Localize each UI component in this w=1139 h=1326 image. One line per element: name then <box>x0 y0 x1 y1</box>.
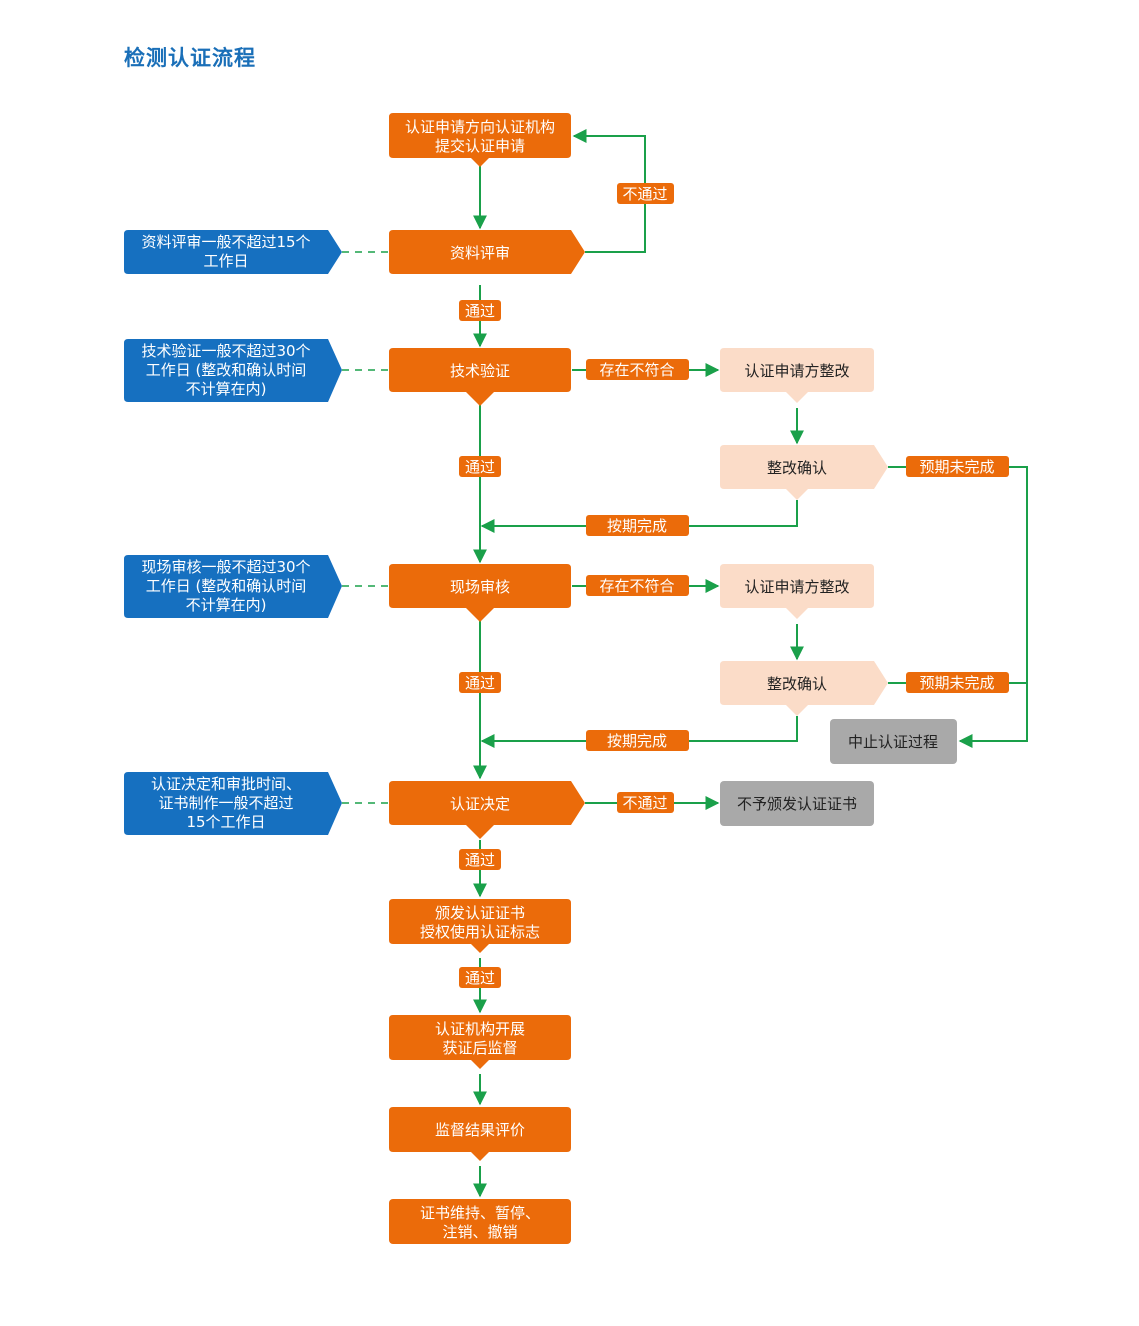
label-pass-1: 通过 <box>459 300 501 321</box>
label-pass-2-text: 通过 <box>465 458 495 476</box>
node-rectify-2-text: 认证申请方整改 <box>744 578 849 596</box>
label-ontime-1-text: 按期完成 <box>607 517 667 535</box>
node-issue: 颁发认证证书授权使用认证标志 <box>389 899 571 953</box>
note-site-audit-line2: 工作日 (整改和确认时间 <box>146 577 307 595</box>
node-maintain-line2: 注销、撤销 <box>442 1223 517 1241</box>
node-decision-text: 认证决定 <box>450 795 510 813</box>
node-maintain: 证书维持、暂停、注销、撤销 <box>389 1199 571 1244</box>
svg-text:技术验证一般不超过30个工作日 (整改和确认时间不计算在内): 技术验证一般不超过30个工作日 (整改和确认时间不计算在内) <box>141 342 310 398</box>
node-confirm-1: 整改确认 <box>720 445 888 500</box>
note-doc-review: 资料评审一般不超过15个工作日 <box>124 230 342 274</box>
node-supervise-line2: 获证后监督 <box>442 1039 517 1057</box>
node-apply-line1: 认证申请方向认证机构 <box>405 118 555 136</box>
node-site-audit: 现场审核 <box>389 564 571 622</box>
page-title: 检测认证流程 <box>124 46 256 70</box>
label-fail-decision: 不通过 <box>617 792 674 813</box>
label-overdue-2: 预期未完成 <box>906 672 1009 693</box>
node-apply-line2: 提交认证申请 <box>435 137 525 155</box>
node-maintain-line1: 证书维持、暂停、 <box>420 1204 540 1222</box>
label-pass-4: 通过 <box>459 849 501 870</box>
label-overdue-2-text: 预期未完成 <box>919 674 994 692</box>
note-tech-verify-line1: 技术验证一般不超过30个 <box>141 342 310 360</box>
label-fail-top-text: 不通过 <box>622 185 667 203</box>
svg-text:认证机构开展获证后监督: 认证机构开展获证后监督 <box>435 1020 525 1057</box>
node-evaluate: 监督结果评价 <box>389 1107 571 1161</box>
note-decision-line1: 认证决定和审批时间、 <box>151 775 301 793</box>
note-tech-verify-line3: 不计算在内) <box>186 380 267 398</box>
node-issue-line1: 颁发认证证书 <box>435 904 525 922</box>
label-ontime-1: 按期完成 <box>586 515 689 536</box>
node-tech-verify-text: 技术验证 <box>450 362 510 380</box>
node-doc-review-text: 资料评审 <box>450 244 510 262</box>
node-confirm-2: 整改确认 <box>720 661 888 716</box>
label-nonconform-1-text: 存在不符合 <box>599 361 674 379</box>
label-ontime-2: 按期完成 <box>586 730 689 751</box>
label-pass-3: 通过 <box>459 672 501 693</box>
node-rectify-1: 认证申请方整改 <box>720 348 874 403</box>
label-ontime-2-text: 按期完成 <box>607 732 667 750</box>
svg-text:现场审核一般不超过30个工作日 (整改和确认时间不计算在内): 现场审核一般不超过30个工作日 (整改和确认时间不计算在内) <box>141 558 310 614</box>
label-fail-top: 不通过 <box>617 183 674 204</box>
node-decision: 认证决定 <box>389 781 585 839</box>
label-pass-1-text: 通过 <box>465 302 495 320</box>
node-evaluate-text: 监督结果评价 <box>435 1121 525 1139</box>
note-doc-review-line1: 资料评审一般不超过15个 <box>141 233 310 251</box>
svg-text:颁发认证证书授权使用认证标志: 颁发认证证书授权使用认证标志 <box>420 904 540 941</box>
node-apply: 认证申请方向认证机构提交认证申请 <box>389 113 571 167</box>
label-overdue-1: 预期未完成 <box>906 456 1009 477</box>
note-site-audit: 现场审核一般不超过30个工作日 (整改和确认时间不计算在内) <box>124 555 342 618</box>
label-pass-2: 通过 <box>459 456 501 477</box>
arrow-confirm1-overdue <box>888 466 1028 748</box>
label-pass-5: 通过 <box>459 967 501 988</box>
note-site-audit-line1: 现场审核一般不超过30个 <box>141 558 310 576</box>
node-supervise-line1: 认证机构开展 <box>435 1020 525 1038</box>
note-decision-line2: 证书制作一般不超过 <box>158 794 293 812</box>
label-overdue-1-text: 预期未完成 <box>919 458 994 476</box>
node-site-audit-text: 现场审核 <box>450 578 510 596</box>
node-terminate-text: 中止认证过程 <box>848 733 938 751</box>
label-pass-4-text: 通过 <box>465 851 495 869</box>
label-pass-5-text: 通过 <box>465 969 495 987</box>
node-tech-verify: 技术验证 <box>389 348 571 406</box>
note-doc-review-line2: 工作日 <box>203 252 248 270</box>
node-rectify-2: 认证申请方整改 <box>720 564 874 619</box>
label-fail-decision-text: 不通过 <box>622 794 667 812</box>
node-confirm-2-text: 整改确认 <box>767 675 827 693</box>
node-rectify-1-text: 认证申请方整改 <box>744 362 849 380</box>
node-supervise: 认证机构开展获证后监督 <box>389 1015 571 1069</box>
node-apply-text: 认证申请方向认证机构提交认证申请 <box>405 118 555 155</box>
note-tech-verify-line2: 工作日 (整改和确认时间 <box>146 361 307 379</box>
node-confirm-1-text: 整改确认 <box>767 459 827 477</box>
svg-text:资料评审一般不超过15个工作日: 资料评审一般不超过15个工作日 <box>141 233 310 270</box>
note-decision-line3: 15个工作日 <box>186 813 265 831</box>
label-nonconform-2-text: 存在不符合 <box>599 577 674 595</box>
label-pass-3-text: 通过 <box>465 674 495 692</box>
note-tech-verify: 技术验证一般不超过30个工作日 (整改和确认时间不计算在内) <box>124 339 342 402</box>
node-no-issue-text: 不予颁发认证证书 <box>737 795 857 813</box>
node-issue-line2: 授权使用认证标志 <box>420 923 540 941</box>
svg-text:证书维持、暂停、注销、撤销: 证书维持、暂停、注销、撤销 <box>420 1204 540 1241</box>
note-site-audit-line3: 不计算在内) <box>186 596 267 614</box>
node-no-issue: 不予颁发认证证书 <box>720 781 874 826</box>
label-nonconform-1: 存在不符合 <box>586 359 689 380</box>
label-nonconform-2: 存在不符合 <box>586 575 689 596</box>
node-terminate: 中止认证过程 <box>830 719 957 764</box>
node-doc-review: 资料评审 <box>389 230 585 274</box>
